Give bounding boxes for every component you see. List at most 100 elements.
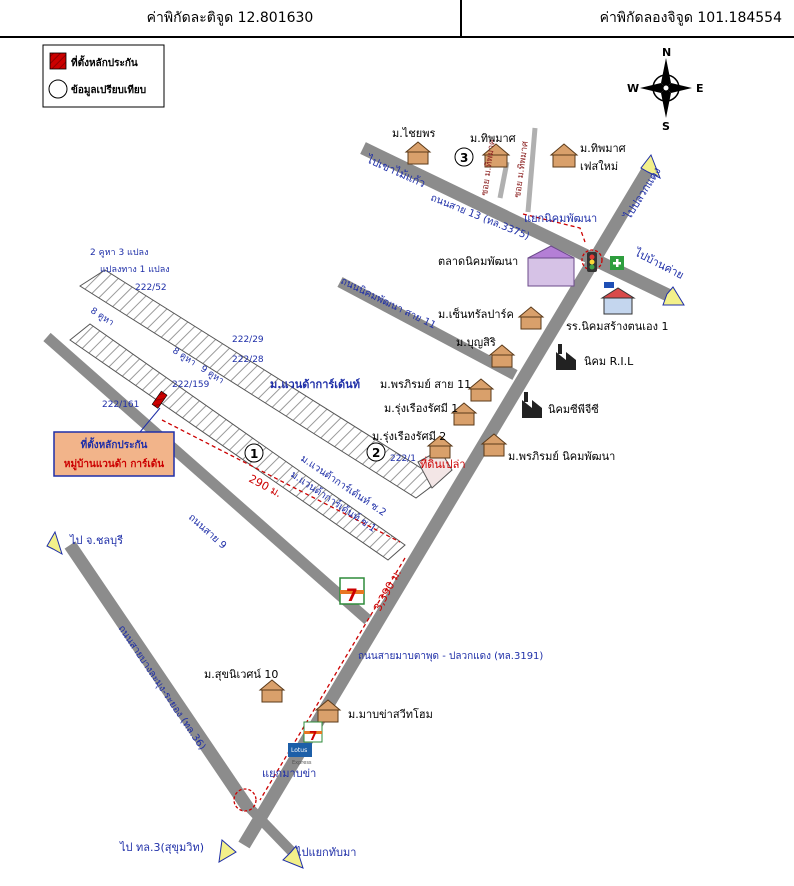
house-icon-prommin-nikhom: [480, 433, 508, 457]
dir-sukhumvit: ไป ทล.3(สุขุมวิท): [119, 841, 204, 854]
lotus-label: Lotus: [291, 747, 307, 754]
house-icon-thipmas-new: [549, 143, 579, 168]
plot-label-2: แปลงทาง 1 แปลง: [100, 265, 170, 275]
coordinate-header: ค่าพิกัดละติจูด 12.801630 ค่าพิกัดลองจิจ…: [0, 0, 794, 38]
place-thipmas-new: ม.ทิพมาศ: [580, 142, 626, 155]
compass-icon: N S W E: [627, 46, 704, 133]
market-icon: [527, 245, 575, 287]
plot-label-1: 2 คูหา 3 แปลง: [90, 248, 148, 258]
compare-circle-swatch: [48, 79, 68, 99]
junction-nikhom-pointer: [522, 213, 586, 243]
factory-icon-cp: [522, 392, 542, 418]
collateral-callout: ที่ตั้งหลักประกัน หมู่บ้านแวนด้า การ์เด้…: [53, 407, 175, 477]
collateral-marker-swatch: [49, 52, 67, 70]
plot-label-5: 222/28: [232, 355, 264, 365]
marker-2: [366, 442, 386, 462]
school-icon: [600, 282, 636, 315]
marker-3-label: 3: [460, 151, 468, 165]
house-icon-chaiyaphon: [404, 141, 432, 165]
junction-mapkha-circle: [233, 788, 257, 812]
place-central-park: ม.เซ็นทรัลปาร์ค: [438, 307, 514, 321]
marker-2-label: 2: [372, 446, 380, 460]
marker-1-label: 1: [250, 447, 258, 461]
plot-label-6: 222/159: [172, 380, 210, 390]
place-market: ตลาดนิคมพัฒนา: [438, 255, 518, 268]
distance-lines: [161, 213, 586, 801]
place-prommin-11: ม.พรภิรมย์ สาย 11: [380, 378, 471, 391]
arrow-thapma: [282, 844, 304, 869]
place-school: รร.นิคมสร้างตนเอง 1: [566, 320, 669, 333]
place-prommin-nikhom: ม.พรภิรมย์ นิคมพัฒนา: [508, 450, 615, 463]
longitude-label: ค่าพิกัดลองจิจูด 101.184554: [599, 10, 782, 26]
junction-mapkha-label: แยกมาบข่า: [262, 767, 316, 780]
callout-line1: ที่ตั้งหลักประกัน: [81, 437, 148, 451]
house-icon-rungruang-1: [450, 402, 478, 426]
dist-3390-line: [259, 557, 406, 801]
house-icon-rungruang-2: [426, 435, 454, 459]
seven-eleven-label-2: 7: [309, 729, 317, 743]
road-label-sai9: ถนนสาย 9: [186, 512, 228, 552]
road-soi-thipmas: [497, 161, 510, 199]
traffic-light-icon: [587, 252, 597, 272]
seven-eleven-icon: 7: [339, 577, 365, 606]
plot-label-3: 222/52: [135, 283, 167, 293]
place-chaiyaphon: ม.ไชยพร: [392, 127, 435, 140]
legend-compare-label: ข้อมูลเปรียบเทียบ: [71, 84, 146, 97]
place-rungruang-2: ม.รุ่งเรืองรัศมี 2: [372, 430, 446, 443]
seven-eleven-icon-2: 7: [303, 721, 323, 743]
place-rungruang-1: ม.รุ่งเรืองรัศมี 1: [384, 402, 458, 415]
latitude-label: ค่าพิกัดละติจูด 12.801630: [0, 0, 462, 36]
lotus-express-icon: Lotus Express: [288, 743, 312, 766]
house-icon-prommin-11: [467, 378, 495, 402]
place-mapkha-home: ม.มาบข่าสวีทโฮม: [348, 707, 433, 721]
house-icon-suknivet: [258, 679, 286, 703]
hospital-icon: [610, 256, 624, 270]
road-bangla-rayong: [64, 541, 254, 812]
road-label-nikhom-11: ถนนนิคมพัฒนา สาย 11: [339, 276, 438, 332]
place-boonsiri: ม.บุญสิริ: [456, 336, 496, 349]
lotus-sub-label: Express: [292, 760, 312, 766]
collateral-marker: [151, 390, 168, 409]
compass-south: S: [662, 120, 670, 133]
house-icons: [258, 141, 579, 723]
factory-icon-ril: [556, 344, 576, 370]
callout-line2: หมู่บ้านแวนด้า การ์เด้น: [64, 458, 164, 471]
road-nikhom-11: [337, 277, 518, 380]
place-wanda: ม.แวนด้าการ์เด้นท์: [270, 378, 360, 391]
legend: ที่ตั้งหลักประกัน ข้อมูลเปรียบเทียบ: [42, 44, 165, 108]
compass-west: W: [627, 82, 639, 95]
place-thipmas: ม.ทิพมาศ: [470, 132, 516, 145]
compare-markers: [244, 147, 474, 463]
road-sai13: [360, 142, 675, 303]
marker-1: [244, 443, 264, 463]
plot-label-7: 222/161: [102, 400, 139, 410]
arrow-chonburi: [46, 530, 63, 556]
road-label-bangla-rayong: ถนนสายบางละมุง-ระยอง (ทล.36): [116, 624, 208, 753]
seven-eleven-label: 7: [346, 586, 358, 606]
place-suknivet: ม.สุขนิเวศน์ 10: [204, 668, 278, 681]
dir-thap-ma: ไปแยกทับมา: [295, 846, 356, 859]
arrow-sukhumvit: [218, 839, 237, 863]
plot-label-4: 222/29: [232, 335, 264, 345]
plot-label-8: 222/1: [390, 454, 416, 464]
arrow-ban-khai: [662, 286, 685, 306]
road-soi-thipmas-2: [525, 127, 538, 213]
place-empty-land: ที่ดินเปล่า: [420, 456, 466, 471]
marker-3: [454, 147, 474, 167]
dist-290-line: [161, 419, 401, 543]
compass-north: N: [662, 46, 671, 59]
place-ril: นิคม R.I.L: [584, 355, 634, 368]
house-icon-boonsiri: [488, 344, 516, 368]
road-label-maptaphut: ถนนสายมาบตาพุด - ปลวกแดง (ทล.3191): [358, 651, 543, 662]
place-nikhom-cp: นิคมซีพีจีซี: [548, 403, 599, 416]
house-icon-thipmas: [481, 143, 511, 168]
road-sai9: [43, 332, 372, 625]
house-icon-central-park: [517, 306, 545, 330]
direction-arrows: [46, 153, 685, 869]
junction-nikhom-label: แยกนิคมพัฒนา: [524, 212, 597, 225]
dir-chonburi: ไป จ.ชลบุรี: [69, 534, 123, 547]
place-phase-new: เฟสใหม่: [580, 160, 618, 173]
legend-marker-label: ที่ตั้งหลักประกัน: [71, 55, 138, 69]
house-icon-mapkha: [314, 699, 342, 723]
